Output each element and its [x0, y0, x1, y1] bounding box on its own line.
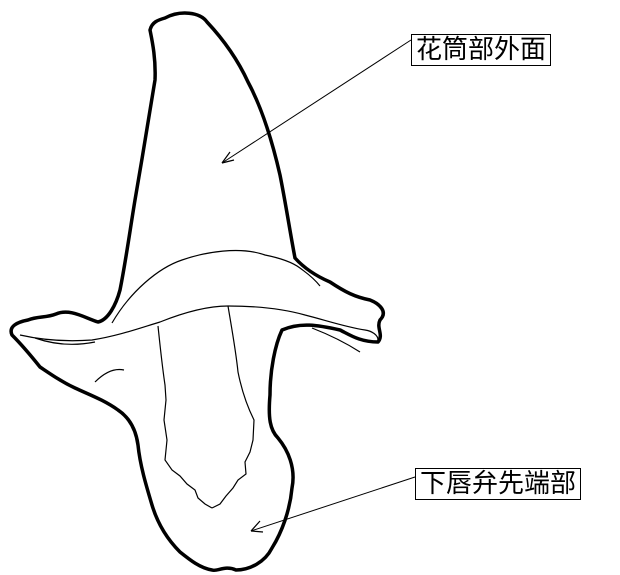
- leader-arrow-lip: [250, 476, 416, 533]
- throat-arc: [111, 249, 321, 324]
- lobe-crease-left: [34, 337, 96, 345]
- lower-lip-band-left: [157, 325, 213, 509]
- leader-arrow-tube: [221, 39, 412, 164]
- lobe-crease-right: [311, 327, 361, 353]
- label-tube-outer-surface: 花筒部外面: [411, 34, 552, 66]
- lower-lip-band-right: [211, 305, 255, 509]
- lobe-crease-lower-left: [94, 368, 125, 383]
- label-lower-lip-tip: 下唇弁先端部: [415, 468, 582, 500]
- flower-outline: [9, 11, 385, 573]
- lobe-inner-rim: [19, 305, 379, 342]
